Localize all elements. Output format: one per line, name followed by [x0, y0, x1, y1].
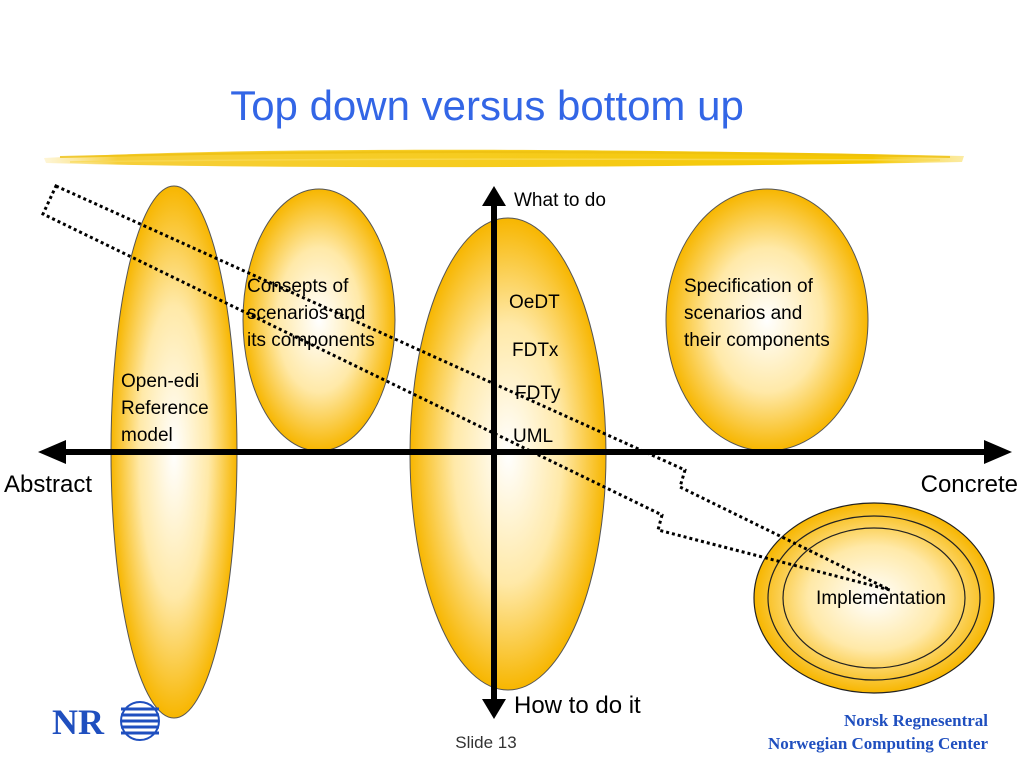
label-how-to-do-it: How to do it [514, 692, 641, 719]
org-name-english: Norwegian Computing Center [768, 734, 988, 753]
label-what-to-do: What to do [514, 190, 606, 211]
horizontal-axis-right-head [984, 440, 1012, 464]
language-item-uml: UML [513, 426, 553, 447]
language-item-fdtx: FDTx [512, 340, 559, 361]
nr-logo-text: NR [52, 702, 105, 742]
language-item-fdty: FDTy [515, 383, 561, 404]
vertical-axis-bottom-head [482, 699, 506, 719]
nr-logo: NR [52, 701, 160, 742]
specification-line-1: Specification of [684, 276, 814, 297]
concepts-line-3: its components [247, 330, 375, 351]
specification-line-2: scenarios and [684, 303, 802, 324]
reference-model-line-1: Open-edi [121, 371, 199, 392]
horizontal-axis-left-head [38, 440, 66, 464]
top-down-dotted-arrow [41, 184, 891, 592]
title-underline-highlight [44, 149, 964, 168]
reference-model-line-2: Reference [121, 398, 209, 419]
label-concrete: Concrete [921, 471, 1018, 498]
label-abstract: Abstract [4, 471, 92, 498]
implementation-label: Implementation [816, 588, 946, 609]
specification-line-3: their components [684, 330, 830, 351]
org-name-norwegian: Norsk Regnesentral [844, 711, 988, 730]
slide-number: Slide 13 [455, 733, 516, 752]
vertical-axis-top-head [482, 186, 506, 206]
language-item-oedt: OeDT [509, 292, 560, 313]
implementation-rings [753, 502, 995, 694]
reference-model-line-3: model [121, 425, 173, 446]
concepts-line-2: scenarios and [247, 303, 365, 324]
slide-title: Top down versus bottom up [230, 82, 744, 129]
concepts-line-1: Consepts of [247, 276, 349, 297]
nr-logo-globe-icon [120, 701, 160, 741]
